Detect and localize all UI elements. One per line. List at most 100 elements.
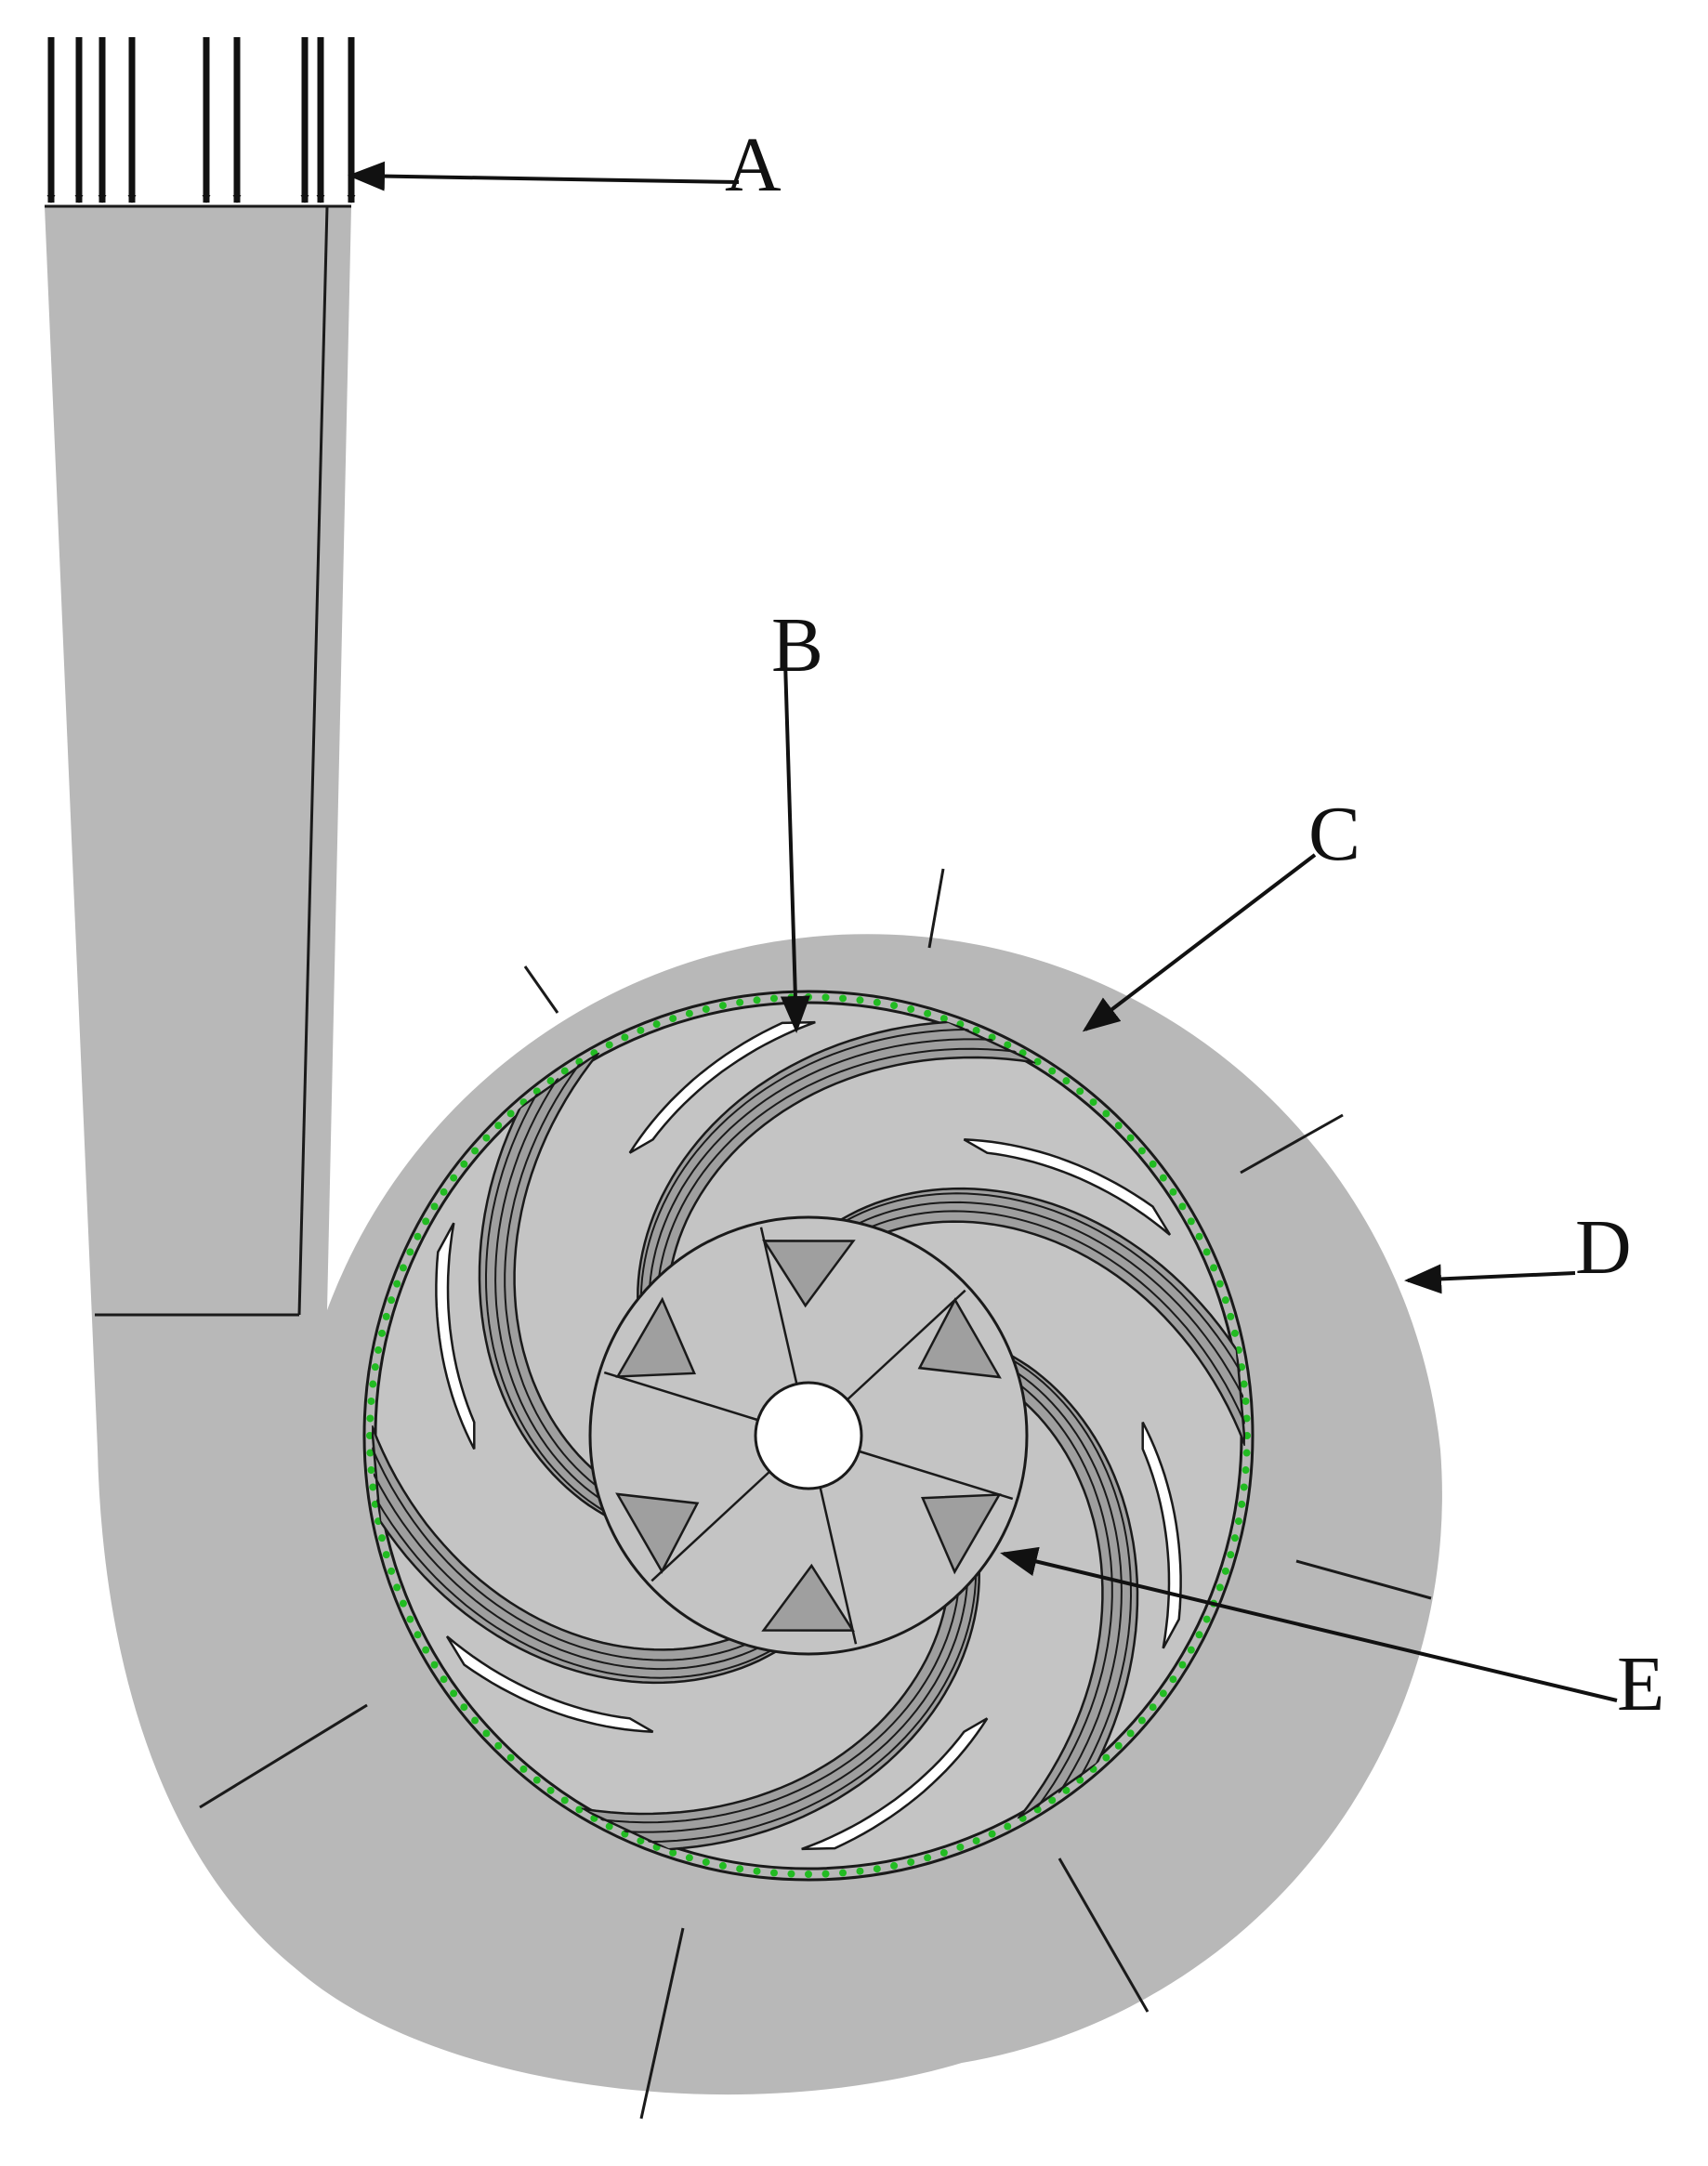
interface-dot [1137, 1716, 1146, 1725]
interface-dot [924, 1854, 932, 1862]
label-e: E [1617, 1641, 1664, 1727]
interface-dot [406, 1248, 414, 1256]
interface-dot [1159, 1174, 1167, 1182]
interface-dot [805, 993, 812, 1001]
interface-dot [805, 1871, 812, 1878]
interface-dot [856, 1867, 864, 1875]
label-a: A [725, 122, 782, 208]
interface-dot [839, 1869, 847, 1877]
interface-dot [422, 1646, 430, 1654]
blade-line [494, 1077, 600, 1500]
interface-dot [1178, 1661, 1187, 1669]
interface-dot [482, 1134, 491, 1142]
interface-dot [399, 1599, 407, 1608]
interface-dot [506, 1109, 515, 1118]
interface-dot [605, 1822, 613, 1831]
interface-dot [575, 1805, 584, 1814]
interface-dot [939, 1015, 948, 1023]
interface-dot [736, 998, 744, 1006]
interface-dot [769, 1869, 778, 1877]
interface-dot [605, 1041, 613, 1049]
interface-dot [753, 996, 761, 1004]
blade-line [504, 1062, 597, 1487]
interface-dot [621, 1033, 629, 1042]
interface-dot [1169, 1188, 1177, 1196]
interface-dot [460, 1703, 468, 1712]
rotor-outer-ring [362, 990, 1255, 1882]
interface-dot [1076, 1776, 1084, 1784]
interface-dot [450, 1174, 458, 1182]
interface-dot [1076, 1087, 1084, 1096]
interface-dot [414, 1232, 422, 1241]
blade-line [639, 1028, 969, 1296]
blade-line [658, 1047, 1017, 1277]
interface-dot [367, 1466, 375, 1475]
interface-dot [1149, 1160, 1157, 1168]
interface-dot [532, 1776, 541, 1784]
interface-dot [736, 1865, 744, 1873]
interface-dot [1221, 1296, 1229, 1305]
leader-c [1082, 853, 1317, 1032]
interface-dot [369, 1483, 377, 1491]
eye-vane [917, 1297, 1002, 1379]
interface-dot [873, 1865, 881, 1873]
interface-dot [1033, 1057, 1042, 1066]
interface-dot [388, 1296, 396, 1305]
interface-dot [506, 1753, 515, 1762]
interface-dot [1126, 1729, 1135, 1738]
interface-dot [460, 1160, 468, 1168]
interface-dot [471, 1147, 480, 1155]
interface-dot [907, 1005, 915, 1014]
blade-line [1013, 1359, 1133, 1779]
eye-spoke [759, 1227, 799, 1386]
interface-dot [450, 1689, 458, 1698]
interface-dot [873, 998, 881, 1006]
blade-slot [963, 1138, 1172, 1236]
interface-dot [669, 1848, 677, 1857]
interface-dot [406, 1615, 414, 1623]
interface-dot [718, 1861, 727, 1870]
label-c: C [1308, 791, 1360, 877]
blade-slot [628, 1020, 816, 1154]
interface-dot [1102, 1753, 1110, 1762]
interface-dot [367, 1397, 375, 1405]
interface-dot [1238, 1500, 1246, 1508]
interface-dot [494, 1122, 503, 1130]
interface-dot [494, 1741, 503, 1750]
interface-dot [366, 1449, 374, 1457]
inlet-flow-arrows [46, 37, 356, 203]
interface-dot [430, 1202, 439, 1211]
eye-vane [762, 1240, 856, 1308]
interface-dot [1178, 1202, 1187, 1211]
eye-vane [615, 1296, 697, 1378]
interface-dot [1202, 1248, 1211, 1256]
interface-dot [972, 1026, 980, 1034]
interface-dot [1230, 1534, 1239, 1542]
hub-hole [754, 1381, 863, 1490]
eye-spoke [845, 1289, 966, 1402]
interface-dot [1169, 1675, 1177, 1684]
interface-dot [532, 1087, 541, 1096]
interface-dot [1195, 1232, 1203, 1241]
interface-dot [685, 1009, 693, 1017]
interface-dot [1114, 1741, 1123, 1750]
leader-e [1000, 1546, 1618, 1702]
blade-line [375, 1499, 771, 1679]
interface-dot [821, 1870, 830, 1878]
interface-dot [856, 996, 864, 1004]
interface-dot [560, 1067, 569, 1075]
blade-line [624, 1585, 968, 1833]
interface-dot [1004, 1041, 1012, 1049]
impeller [362, 990, 1255, 1882]
interface-dot [839, 994, 847, 1003]
interface-dot [1242, 1466, 1250, 1475]
interface-dot [519, 1765, 528, 1773]
interface-dot [471, 1716, 480, 1725]
interface-dot [924, 1009, 932, 1017]
eye-vane [615, 1492, 700, 1574]
interface-dot [972, 1837, 980, 1845]
interface-dot [560, 1796, 569, 1805]
interface-dot [702, 1858, 710, 1866]
blade-line [1017, 1372, 1123, 1794]
interface-dot [388, 1567, 396, 1575]
